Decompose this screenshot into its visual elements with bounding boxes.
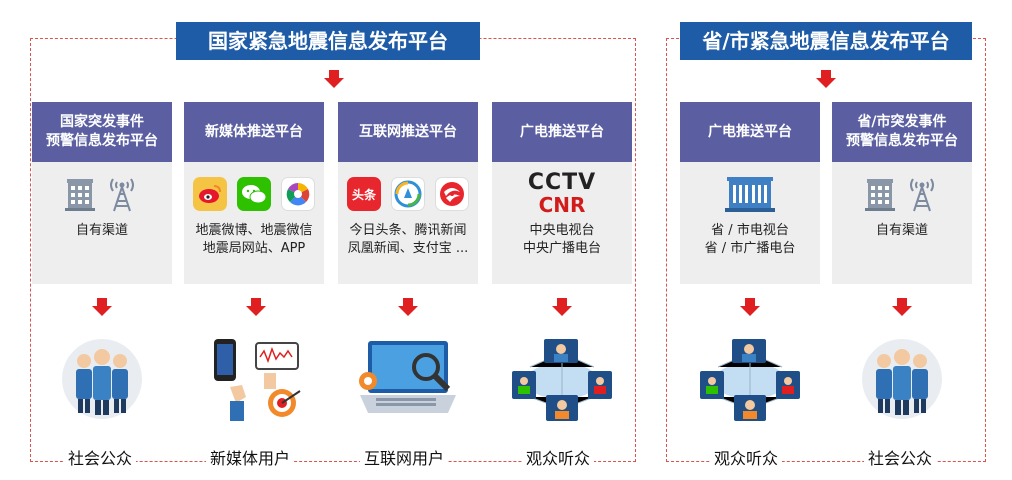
public-group-illustration [852,336,952,424]
card-broadcast-platform-national: 广电推送平台 CCTV CNR 中央电视台 中央广播电台 [492,102,632,284]
card-description: 今日头条、腾讯新闻 凤凰新闻、支付宝 ... [347,223,469,256]
card-title: 省/市突发事件预警信息发布平台 [832,102,972,162]
card-description: 自有渠道 [875,223,928,238]
cctv-logo: CCTV [527,170,597,195]
cnr-logo: CNR [538,193,586,217]
audience-label-public: 社会公众 [64,448,137,470]
audience-label-viewers-listeners: 观众听众 [522,448,595,470]
wechat-icon [237,177,271,211]
provincial-platform-banner: 省/市紧急地震信息发布平台 [680,22,972,60]
app-icon [281,177,315,211]
card-description: 省 / 市电视台 省 / 市广播电台 [704,223,796,256]
card-title: 互联网推送平台 [338,102,478,162]
audience-label-viewers-listeners: 观众听众 [710,448,783,470]
card-broadcast-platform-provincial: 广电推送平台 省 / 市电视台 省 / 市广播电台 [680,102,820,284]
audience-label-new-media-users: 新媒体用户 [206,448,295,470]
public-group-illustration [52,336,152,424]
card-new-media-platform: 新媒体推送平台 地震微博、地震微信 地震局网站、APP [184,102,324,284]
card-national-emergency-platform: 国家突发事件预警信息发布平台 自有渠道 [32,102,172,284]
tencent-news-icon [391,177,425,211]
card-title: 新媒体推送平台 [184,102,324,162]
audience-label-public: 社会公众 [864,448,937,470]
new-media-user-illustration [206,336,306,424]
card-description: 中央电视台 中央广播电台 [522,223,601,256]
building-icon [65,179,95,211]
building-icon [865,179,895,211]
card-title: 广电推送平台 [680,102,820,162]
card-provincial-emergency-platform: 省/市突发事件预警信息发布平台 自有渠道 [832,102,972,284]
audience-network-illustration [510,336,614,424]
broadcast-building-icon [725,177,775,212]
weibo-icon [193,177,227,211]
internet-user-illustration [352,336,460,424]
national-platform-banner: 国家紧急地震信息发布平台 [176,22,480,60]
card-internet-platform: 互联网推送平台 头条 今日头条、腾讯新闻 凤凰新闻、支付宝 ... [338,102,478,284]
signal-tower-icon [910,178,934,212]
card-title: 广电推送平台 [492,102,632,162]
audience-label-internet-users: 互联网用户 [360,448,449,470]
toutiao-icon: 头条 [347,177,381,211]
card-description: 地震微博、地震微信 地震局网站、APP [195,223,313,256]
signal-tower-icon [110,178,134,212]
card-title: 国家突发事件预警信息发布平台 [32,102,172,162]
card-description: 自有渠道 [75,223,128,238]
audience-network-illustration [698,336,802,424]
phoenix-icon [435,177,469,211]
